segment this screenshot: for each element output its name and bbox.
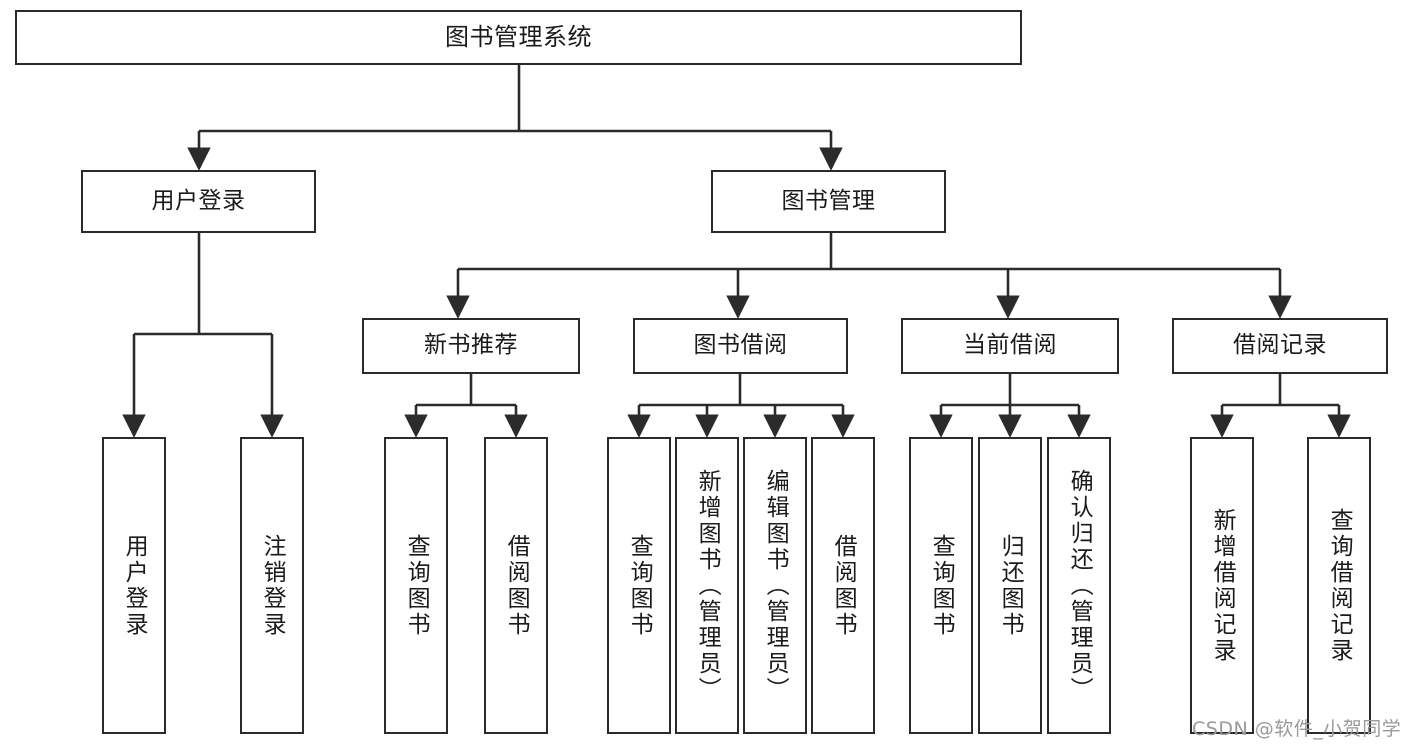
leaf-label: 查询图书 — [928, 533, 955, 638]
node-root-label: 图书管理系统 — [445, 23, 592, 52]
leaf-current-borrow-query[interactable]: 查询图书 — [909, 437, 973, 734]
leaf-new-book-borrow[interactable]: 借阅图书 — [484, 437, 548, 734]
node-new-book-recommend[interactable]: 新书推荐 — [362, 318, 580, 374]
leaf-label: 用户登录 — [121, 533, 148, 638]
leaf-borrow-record-add[interactable]: 新增借阅记录 — [1190, 437, 1254, 734]
leaf-current-borrow-return[interactable]: 归还图书 — [978, 437, 1042, 734]
node-book-borrow[interactable]: 图书借阅 — [633, 318, 848, 374]
csdn-watermark: CSDN @软件_小贺同学 — [1192, 718, 1402, 740]
leaf-label: 新增图书（管理员） — [694, 468, 721, 703]
leaf-book-borrow-query[interactable]: 查询图书 — [607, 437, 671, 734]
node-book-manage[interactable]: 图书管理 — [711, 170, 946, 233]
node-user-login[interactable]: 用户登录 — [81, 170, 316, 233]
leaf-book-borrow-add-admin[interactable]: 新增图书（管理员） — [675, 437, 739, 734]
leaf-current-borrow-confirm-admin[interactable]: 确认归还（管理员） — [1047, 437, 1111, 734]
leaf-label: 编辑图书（管理员） — [762, 468, 789, 703]
leaf-book-borrow-borrow[interactable]: 借阅图书 — [811, 437, 875, 734]
leaf-label: 查询图书 — [403, 533, 430, 638]
leaf-label: 归还图书 — [997, 533, 1024, 638]
leaf-user-login-logout[interactable]: 注销登录 — [240, 437, 304, 734]
leaf-label: 借阅图书 — [503, 533, 530, 638]
node-borrow-record-label: 借阅记录 — [1233, 332, 1327, 359]
leaf-borrow-record-query[interactable]: 查询借阅记录 — [1307, 437, 1371, 734]
leaf-label: 确认归还（管理员） — [1066, 468, 1093, 703]
leaf-label: 注销登录 — [259, 533, 286, 638]
node-new-book-recommend-label: 新书推荐 — [424, 332, 518, 359]
node-current-borrow[interactable]: 当前借阅 — [901, 318, 1119, 374]
node-book-manage-label: 图书管理 — [781, 187, 876, 214]
leaf-label: 新增借阅记录 — [1209, 507, 1236, 664]
leaf-new-book-query[interactable]: 查询图书 — [384, 437, 448, 734]
node-book-borrow-label: 图书借阅 — [693, 332, 788, 359]
node-borrow-record[interactable]: 借阅记录 — [1172, 318, 1388, 374]
node-current-borrow-label: 当前借阅 — [963, 332, 1057, 359]
node-root-system[interactable]: 图书管理系统 — [15, 10, 1022, 65]
node-user-login-label: 用户登录 — [151, 187, 246, 214]
leaf-label: 借阅图书 — [830, 533, 857, 638]
leaf-label: 查询图书 — [626, 533, 653, 638]
leaf-book-borrow-edit-admin[interactable]: 编辑图书（管理员） — [743, 437, 807, 734]
leaf-label: 查询借阅记录 — [1326, 507, 1353, 664]
leaf-user-login-login[interactable]: 用户登录 — [102, 437, 166, 734]
